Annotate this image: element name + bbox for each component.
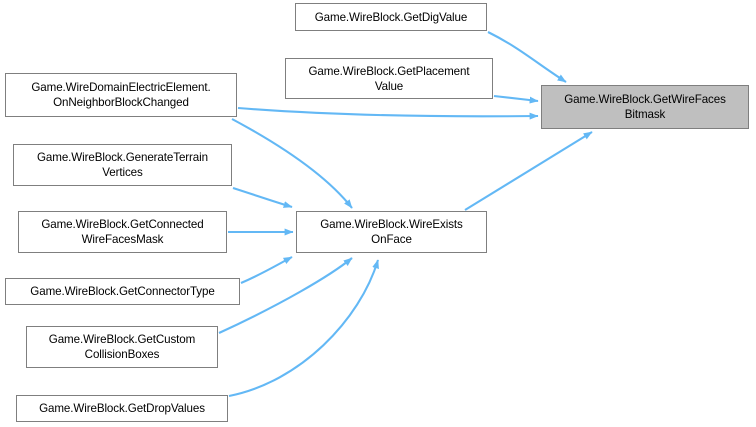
edge-wire-exists-on-face-to-get-wire-faces-bitmask	[464, 131, 593, 211]
edge-get-dig-value-to-get-wire-faces-bitmask	[487, 31, 567, 83]
edge-generate-terrain-vertices-to-wire-exists-on-face	[232, 186, 293, 209]
edge-get-connector-type-to-wire-exists-on-face	[240, 256, 293, 284]
node-on-neighbor-block-changed[interactable]: Game.WireDomainElectricElement. OnNeighb…	[5, 73, 237, 117]
node-get-connector-type[interactable]: Game.WireBlock.GetConnectorType	[5, 278, 240, 305]
node-get-wire-faces-bitmask[interactable]: Game.WireBlock.GetWireFaces Bitmask	[541, 85, 749, 129]
node-generate-terrain-vertices[interactable]: Game.WireBlock.GenerateTerrain Vertices	[13, 144, 232, 186]
node-get-drop-values[interactable]: Game.WireBlock.GetDropValues	[16, 395, 228, 422]
edge-get-drop-values-to-wire-exists-on-face	[228, 259, 380, 398]
edge-on-neighbor-block-changed-to-get-wire-faces-bitmask	[237, 106, 539, 120]
node-get-custom-collision-boxes[interactable]: Game.WireBlock.GetCustom CollisionBoxes	[26, 326, 218, 368]
node-get-dig-value[interactable]: Game.WireBlock.GetDigValue	[295, 3, 487, 31]
edge-on-neighbor-block-changed-to-wire-exists-on-face	[231, 118, 353, 209]
node-get-connected-wire-faces-mask[interactable]: Game.WireBlock.GetConnected WireFacesMas…	[18, 211, 227, 253]
edge-get-placement-value-to-get-wire-faces-bitmask	[493, 94, 539, 104]
node-wire-exists-on-face[interactable]: Game.WireBlock.WireExists OnFace	[296, 211, 487, 253]
node-get-placement-value[interactable]: Game.WireBlock.GetPlacement Value	[285, 58, 493, 99]
